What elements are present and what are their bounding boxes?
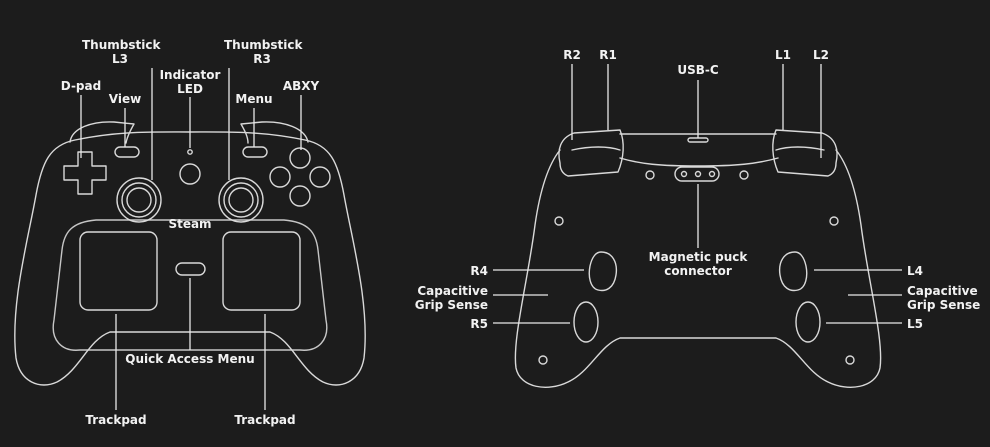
label-l5: L5 [907,317,923,331]
label-trackpad-right: Trackpad [234,413,296,427]
back-leader-lines [493,64,902,324]
label-l1: L1 [775,48,791,62]
back-controller-outline [514,129,882,388]
right-trackpad-shape [222,231,301,311]
front-controller-outline [14,121,366,386]
label-r1: R1 [599,48,617,62]
left-trackpad-shape [79,231,158,311]
label-steam: Steam [168,217,212,231]
label-l4: L4 [907,264,923,278]
front-leader-lines [80,68,302,410]
label-r5: R5 [470,317,488,331]
label-view: View [108,92,142,106]
label-trackpad-left: Trackpad [85,413,147,427]
label-abxy: ABXY [282,79,320,93]
label-quick-access-menu: Quick Access Menu [125,352,255,366]
label-r4: R4 [470,264,488,278]
label-l2: L2 [813,48,829,62]
label-dpad: D-pad [60,79,102,93]
label-r2: R2 [563,48,581,62]
label-menu: Menu [235,92,273,106]
label-usb-c: USB-C [677,63,719,77]
